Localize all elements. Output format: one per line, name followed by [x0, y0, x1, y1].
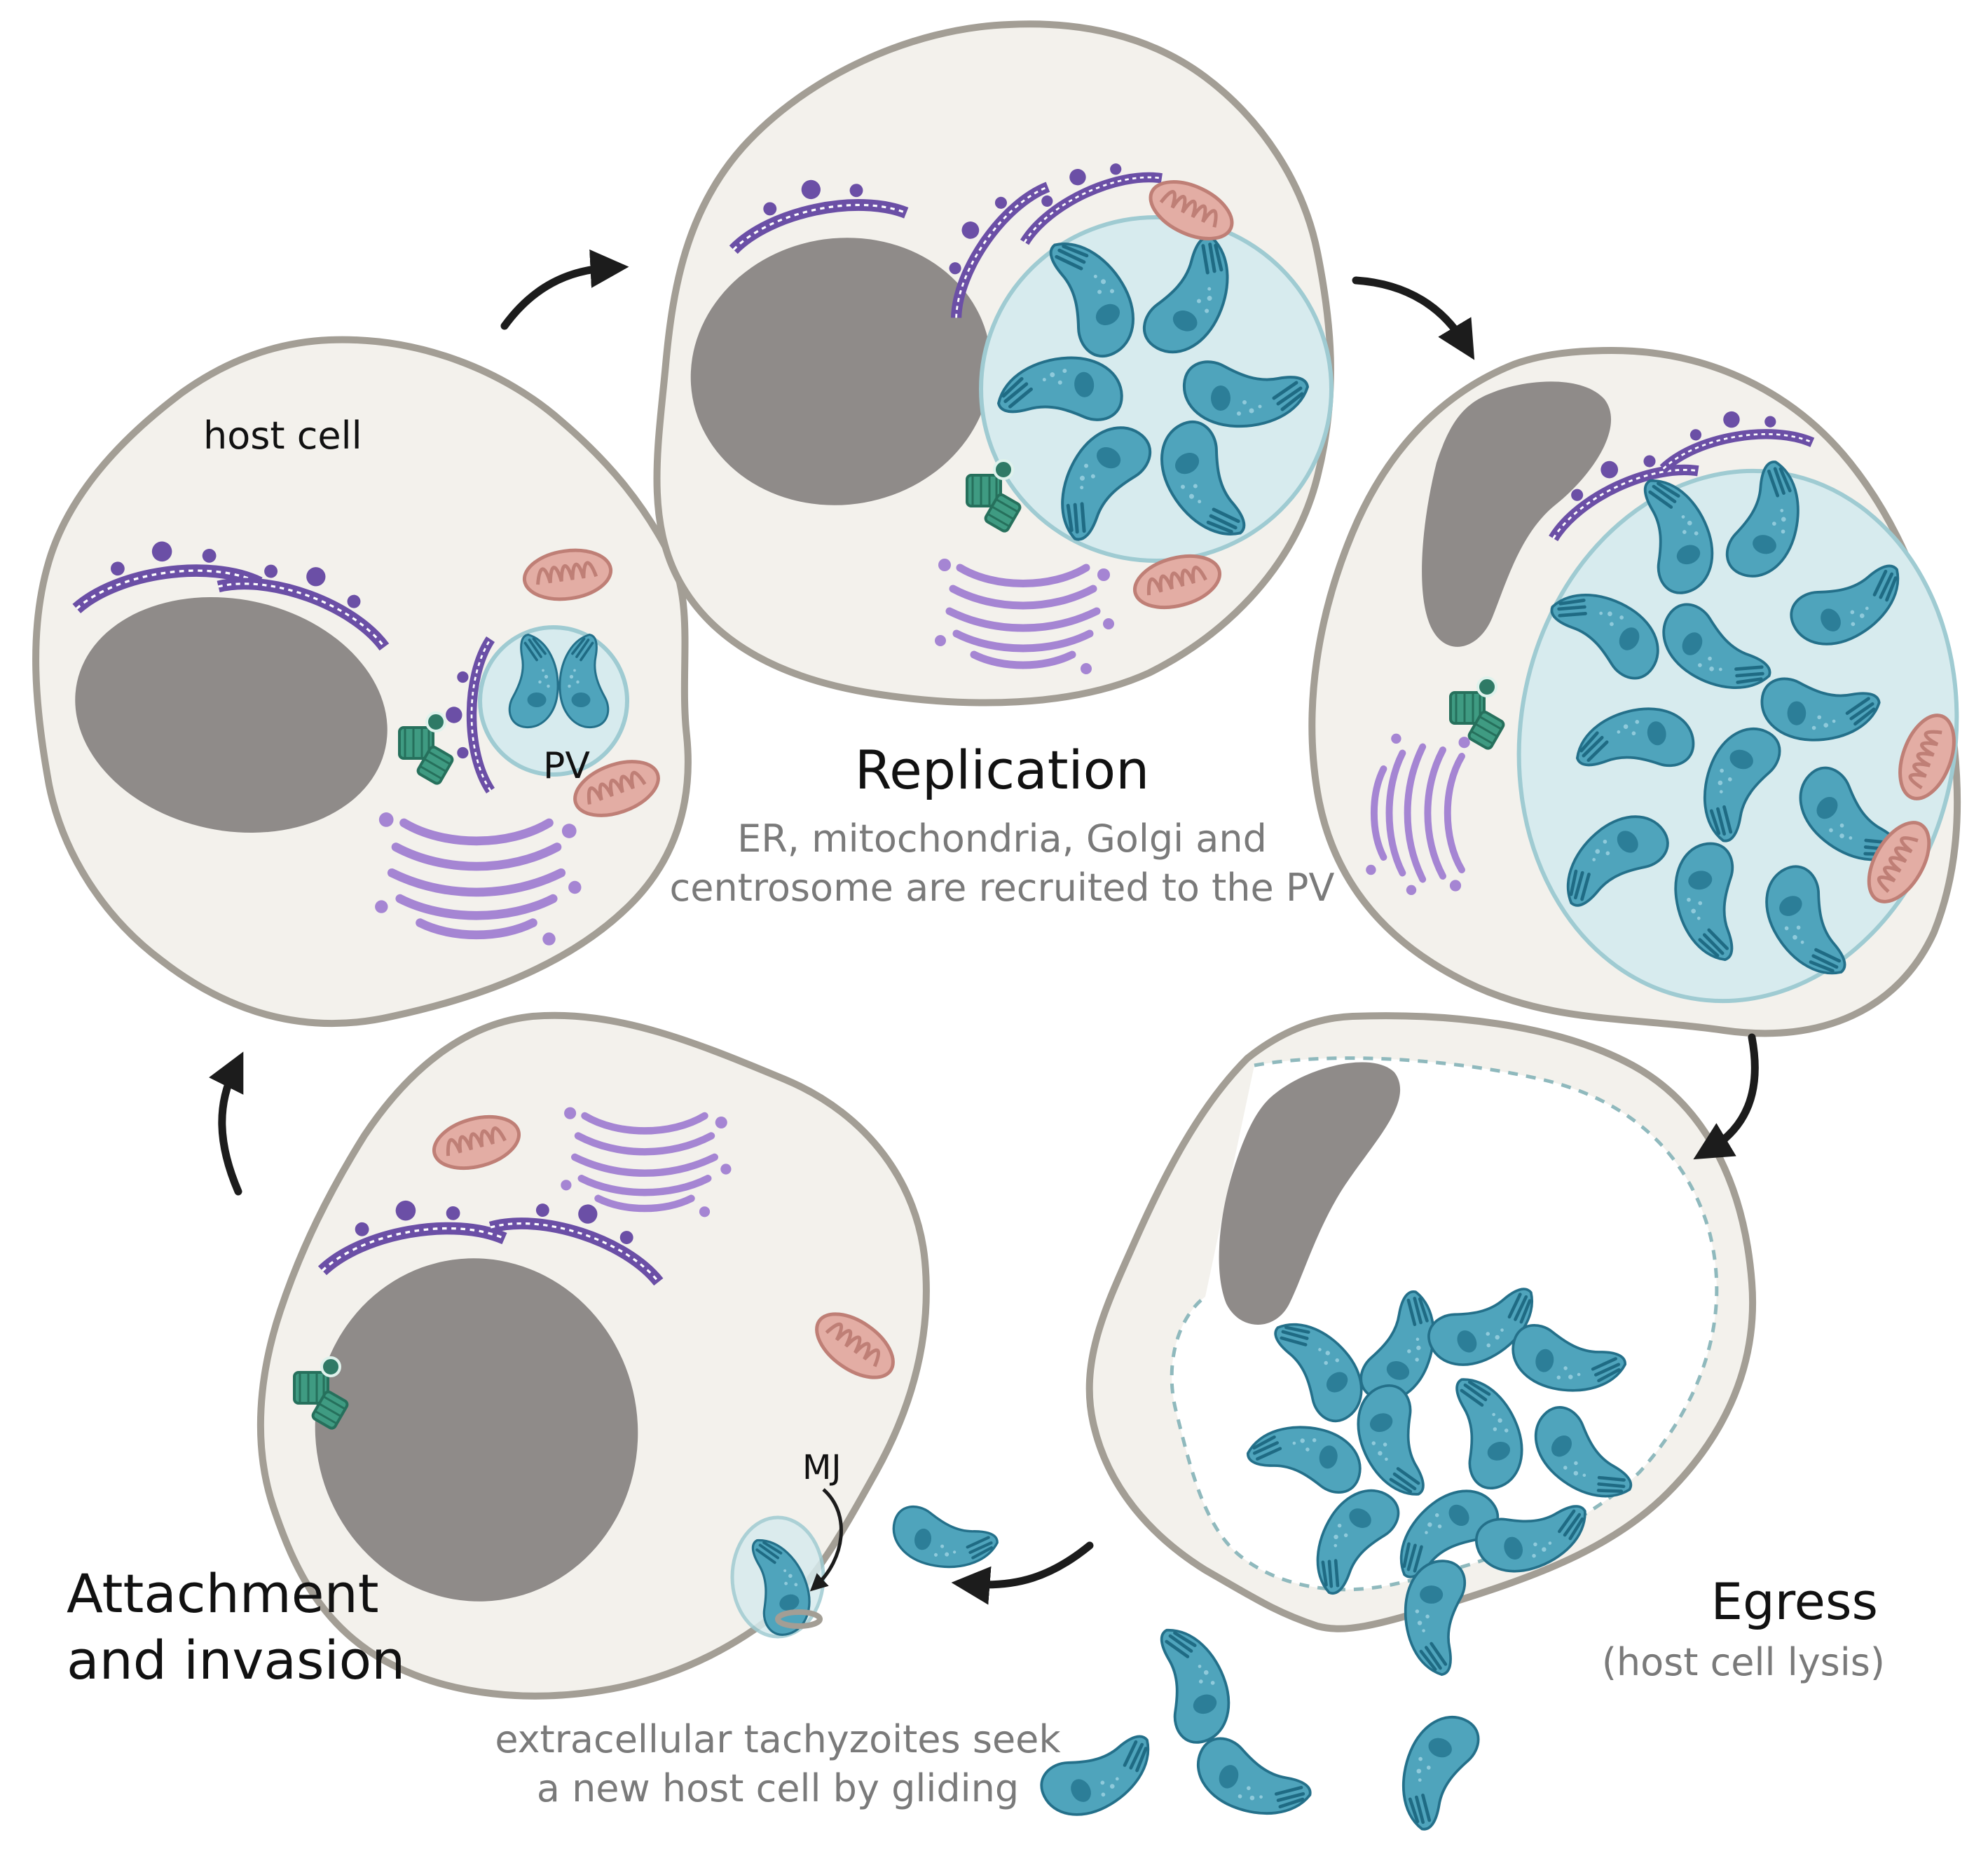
arrow-to-invasion — [951, 1541, 1094, 1605]
nucleus — [75, 596, 388, 833]
extracellular-desc-line2: a new host cell by gliding — [537, 1766, 1019, 1810]
arrow-to-replication — [500, 249, 629, 330]
extracellular-desc-line1: extracellular tachyzoites seek — [495, 1717, 1061, 1761]
arrow-to-full-vacuole — [1352, 276, 1475, 360]
host-cell-invasion: MJ — [256, 1011, 930, 1700]
egress-title: Egress — [1711, 1572, 1878, 1631]
parasitophorous-vacuole — [1516, 436, 1959, 1004]
host-cell-egress — [1085, 1012, 1757, 1674]
nucleus — [1219, 1062, 1401, 1325]
nucleus — [690, 238, 992, 505]
attachment-title-line2: and invasion — [67, 1629, 405, 1691]
mj-label: MJ — [802, 1448, 842, 1487]
host-cell-replication — [653, 20, 1334, 707]
cycle-arrows — [209, 249, 1759, 1605]
attachment-title-line1: Attachment — [67, 1562, 379, 1625]
host-cell-full-vacuole — [1308, 346, 1988, 1037]
parasitophorous-vacuole — [478, 625, 629, 777]
parasitophorous-vacuole — [979, 215, 1334, 563]
invading-tachyzoite — [730, 1515, 825, 1640]
nucleus — [315, 1258, 638, 1602]
nucleus — [1422, 381, 1612, 647]
host-cell-label: host cell — [203, 414, 362, 458]
arrow-to-host-cell — [209, 1051, 244, 1196]
egress-desc: (host cell lysis) — [1602, 1640, 1885, 1684]
replication-desc-line2: centrosome are recruited to the PV — [670, 866, 1335, 910]
host-cell-early: host cell PV — [32, 336, 692, 1027]
stage-labels: Replication ER, mitochondria, Golgi and … — [67, 739, 1885, 1810]
pv-label: PV — [543, 745, 590, 787]
replication-desc-line1: ER, mitochondria, Golgi and — [737, 817, 1267, 861]
mj-pointer — [809, 1488, 843, 1592]
replication-title: Replication — [855, 739, 1150, 801]
gliding-tachyzoite — [888, 1503, 1001, 1576]
arrow-to-egress — [1693, 1033, 1759, 1160]
